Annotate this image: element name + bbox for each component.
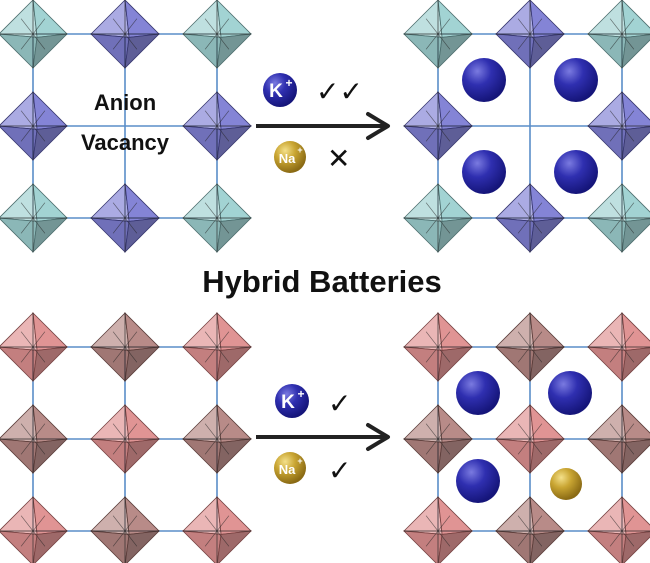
- octahedron-2-0: [402, 495, 474, 563]
- octahedron-1-1: [494, 403, 566, 475]
- octahedron-1-0: [0, 403, 69, 475]
- vacancy-label-line2: Vacancy: [81, 130, 170, 155]
- svg-text:+: +: [285, 76, 292, 90]
- diagram-title: Hybrid Batteries: [202, 264, 441, 299]
- octahedron-2-1: [494, 182, 566, 254]
- arrow-top: [256, 112, 390, 140]
- octahedron-1-0: [402, 403, 474, 475]
- k-ion-sphere: [554, 150, 598, 194]
- svg-text:Na: Na: [279, 151, 296, 166]
- octahedron-2-0: [402, 182, 474, 254]
- bottom-na-mark: ✓: [328, 454, 351, 487]
- octahedron-1-2: [586, 90, 650, 162]
- lattice-top-left: [0, 0, 253, 254]
- octahedron-0-0: [402, 0, 474, 70]
- svg-text:Na: Na: [279, 462, 296, 477]
- octahedron-1-0: [0, 90, 69, 162]
- k-ion-sphere: [548, 371, 592, 415]
- svg-text:K: K: [281, 392, 295, 413]
- svg-text:+: +: [297, 456, 302, 466]
- arrow-bottom: [256, 423, 390, 451]
- vacancy-label-line1: Anion: [94, 90, 156, 115]
- bottom-right-spheres: [456, 371, 592, 503]
- octahedron-0-0: [0, 311, 69, 383]
- octahedron-2-2: [586, 495, 650, 563]
- octahedron-2-0: [0, 495, 69, 563]
- octahedron-0-1: [89, 311, 161, 383]
- bottom-k-mark: ✓: [328, 387, 351, 420]
- na-ion-sphere: [550, 468, 582, 500]
- octahedron-1-0: [402, 90, 474, 162]
- k-ion-sphere: [462, 150, 506, 194]
- octahedron-1-2: [586, 403, 650, 475]
- svg-text:K: K: [269, 81, 283, 102]
- octahedron-0-0: [0, 0, 69, 70]
- octahedron-0-1: [89, 0, 161, 70]
- octahedron-0-2: [586, 311, 650, 383]
- octahedron-1-2: [181, 403, 253, 475]
- octahedron-2-1: [89, 495, 161, 563]
- bottom-na-ion: Na +: [274, 452, 306, 484]
- octahedron-0-1: [494, 0, 566, 70]
- bottom-k-ion: K +: [275, 384, 309, 418]
- lattice-bottom-right: [402, 311, 650, 563]
- octahedron-2-2: [181, 182, 253, 254]
- k-ion-sphere: [554, 58, 598, 102]
- octahedron-1-1: [89, 403, 161, 475]
- k-ion-sphere: [462, 58, 506, 102]
- octahedron-2-0: [0, 182, 69, 254]
- octahedron-0-1: [494, 311, 566, 383]
- top-na-ion: Na +: [274, 141, 306, 173]
- top-na-mark: ✕: [327, 142, 350, 175]
- top-k-ion: K +: [263, 73, 297, 107]
- top-k-mark: ✓✓: [316, 75, 363, 108]
- octahedron-0-2: [586, 0, 650, 70]
- octahedron-0-0: [402, 311, 474, 383]
- lattice-top-right: [402, 0, 650, 254]
- octahedron-0-2: [181, 311, 253, 383]
- octahedron-2-2: [586, 182, 650, 254]
- svg-text:+: +: [297, 387, 304, 401]
- k-ion-sphere: [456, 459, 500, 503]
- lattice-bottom-left: [0, 311, 253, 563]
- svg-text:+: +: [297, 145, 302, 155]
- k-ion-sphere: [456, 371, 500, 415]
- octahedron-2-1: [494, 495, 566, 563]
- octahedron-0-2: [181, 0, 253, 70]
- octahedron-2-1: [89, 182, 161, 254]
- octahedron-2-2: [181, 495, 253, 563]
- top-right-spheres: [462, 58, 598, 194]
- octahedron-1-2: [181, 90, 253, 162]
